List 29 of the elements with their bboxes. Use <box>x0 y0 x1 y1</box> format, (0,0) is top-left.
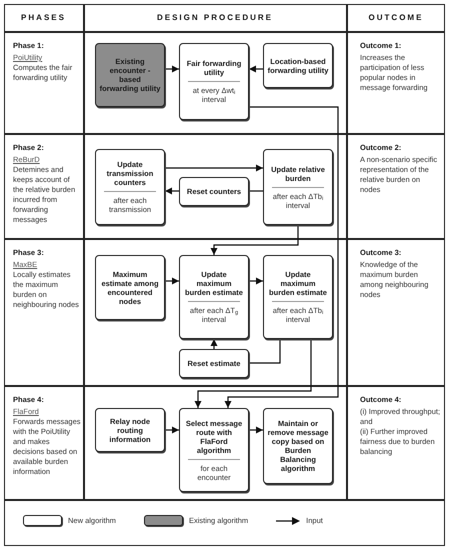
arrow <box>165 278 179 284</box>
process-box <box>95 408 165 452</box>
process-box <box>263 149 333 225</box>
arrow <box>249 339 281 364</box>
arrow <box>194 339 312 408</box>
process-box <box>263 408 333 484</box>
arrow <box>224 106 339 408</box>
arrow <box>165 188 179 194</box>
arrow <box>165 164 263 172</box>
column-header: DESIGN PROCEDURE <box>156 12 273 24</box>
process-box <box>95 255 165 320</box>
column-header: OUTCOME <box>368 12 424 24</box>
arrow <box>249 426 263 434</box>
process-box <box>263 255 333 339</box>
arrow <box>165 66 179 72</box>
arrow <box>249 66 263 72</box>
process-box <box>179 43 249 120</box>
process-box <box>179 349 249 378</box>
arrow <box>210 225 299 255</box>
column-header: PHASES <box>21 12 66 24</box>
process-box <box>263 43 333 88</box>
process-box <box>179 408 249 492</box>
process-box <box>95 149 165 225</box>
arrow <box>210 339 218 349</box>
process-box <box>179 255 249 339</box>
arrow <box>249 278 263 284</box>
process-box <box>179 177 249 206</box>
arrow <box>165 426 179 434</box>
process-box <box>95 43 165 107</box>
